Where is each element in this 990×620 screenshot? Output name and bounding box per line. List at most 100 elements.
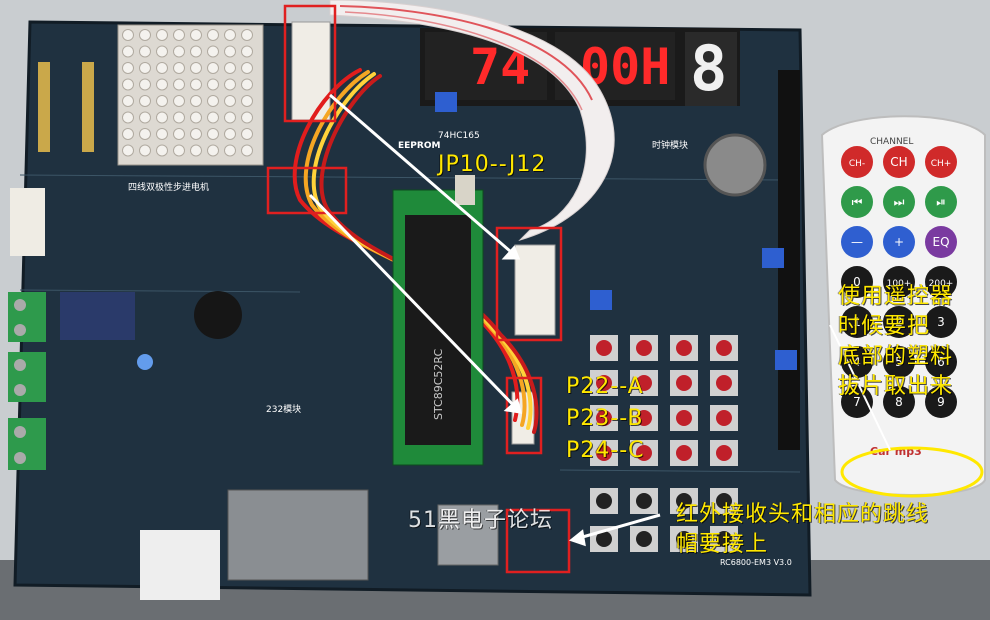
matrix-dot: [122, 45, 134, 58]
remote-key: [883, 266, 915, 298]
silk-stepper: 四线双极性步进电机: [128, 181, 209, 193]
remote-key: [925, 306, 957, 338]
matrix-dot: [224, 62, 236, 74]
matrix-dot: [122, 111, 134, 124]
matrix-dot: [173, 45, 185, 58]
matrix-dot: [207, 111, 219, 124]
terminal-blocks: [8, 292, 46, 470]
remote-key-label: —: [851, 235, 863, 249]
key-cap: [716, 493, 732, 509]
remote-key: [925, 186, 957, 218]
matrix-dot: [139, 128, 151, 140]
pot-3: [762, 248, 784, 268]
key-cap: [716, 531, 732, 547]
matrix-dot: [207, 95, 219, 107]
key-cap: [596, 493, 612, 509]
key-cap: [716, 445, 732, 461]
remote-key-label: ⏮: [852, 195, 863, 209]
matrix-dot: [139, 62, 151, 74]
key-cap: [676, 493, 692, 509]
key-cap: [716, 410, 732, 426]
remote-key: [841, 306, 873, 338]
connector-left: [10, 188, 45, 256]
remote-note: 使用遥控器 时候要把 底部的塑料 拔片取出来: [838, 282, 953, 402]
matrix-dot: [241, 29, 253, 41]
matrix-dot: [156, 29, 168, 41]
matrix-dot: [190, 45, 202, 58]
led-dot-matrix: [117, 24, 264, 166]
matrix-dot: [241, 144, 253, 157]
remote-note-line-1: 使用遥控器: [838, 284, 954, 309]
connector-top: [291, 21, 331, 121]
zif-socket: [392, 175, 484, 466]
silk-74hc165: 74HC165: [438, 131, 480, 141]
matrix-dot: [190, 128, 202, 140]
matrix-dot: [139, 95, 151, 107]
pot-1: [435, 92, 457, 112]
label-p22-a: P22--A: [566, 374, 644, 399]
matrix-dot: [173, 128, 185, 140]
matrix-dot: [139, 29, 151, 41]
pot-4: [775, 350, 797, 370]
key-cap: [596, 445, 612, 461]
matrix-dot: [122, 144, 134, 157]
remote-note-line-4: 拔片取出来: [838, 374, 954, 399]
remote-key: [841, 226, 873, 258]
ir-note-line-1: 红外接收头和相应的跳线: [676, 502, 930, 527]
key-cap: [636, 375, 652, 391]
remote-key: [883, 186, 915, 218]
matrix-dot: [122, 128, 134, 140]
remote-key-label: 9: [937, 395, 945, 409]
remote-key-label: CH-: [849, 159, 865, 169]
remote-key-label: 5: [895, 355, 903, 369]
matrix-dot: [156, 62, 168, 74]
matrix-dot: [139, 78, 151, 91]
remote-key: [925, 266, 957, 298]
matrix-dot: [241, 62, 253, 74]
matrix-dot: [139, 144, 151, 157]
key-cap: [596, 531, 612, 547]
remote-key-label: 2: [895, 315, 903, 329]
remote-key: [883, 146, 915, 178]
key-cap: [676, 375, 692, 391]
db9-port: [227, 489, 369, 581]
remote-highlight-ellipse: [840, 446, 984, 498]
matrix-dot: [156, 95, 168, 107]
matrix-dot: [139, 111, 151, 124]
matrix-dot: [156, 144, 168, 157]
remote-key-label: ⏯: [936, 195, 946, 209]
matrix-dot: [241, 45, 253, 58]
matrix-dot: [224, 95, 236, 107]
key-cap: [596, 410, 612, 426]
remote-key: [883, 386, 915, 418]
key-matrix: [590, 335, 738, 552]
matrix-dot: [190, 95, 202, 107]
matrix-dot: [190, 62, 202, 74]
pot-2: [590, 290, 612, 310]
label-jp10-j12: JP10--J12: [438, 152, 547, 177]
matrix-dot: [207, 45, 219, 58]
key-cap: [596, 340, 612, 356]
key-cap: [636, 410, 652, 426]
remote-key: [883, 306, 915, 338]
key-cap: [636, 493, 652, 509]
remote-key-label: 6: [937, 355, 945, 369]
key-cap: [596, 375, 612, 391]
remote-key: [841, 266, 873, 298]
remote-key-label: 200+: [929, 279, 954, 289]
matrix-dot: [139, 45, 151, 58]
remote-channel: CHANNEL: [870, 137, 913, 147]
relay: [60, 292, 135, 340]
matrix-dot: [241, 111, 253, 124]
remote-key-label: 7: [853, 395, 861, 409]
matrix-dot: [207, 78, 219, 91]
key-cap: [636, 531, 652, 547]
key-cap: [676, 340, 692, 356]
matrix-dot: [122, 29, 134, 41]
remote-key-label: CH+: [931, 159, 952, 169]
matrix-dot: [122, 62, 134, 74]
remote-key: [841, 146, 873, 178]
matrix-dot: [173, 144, 185, 157]
